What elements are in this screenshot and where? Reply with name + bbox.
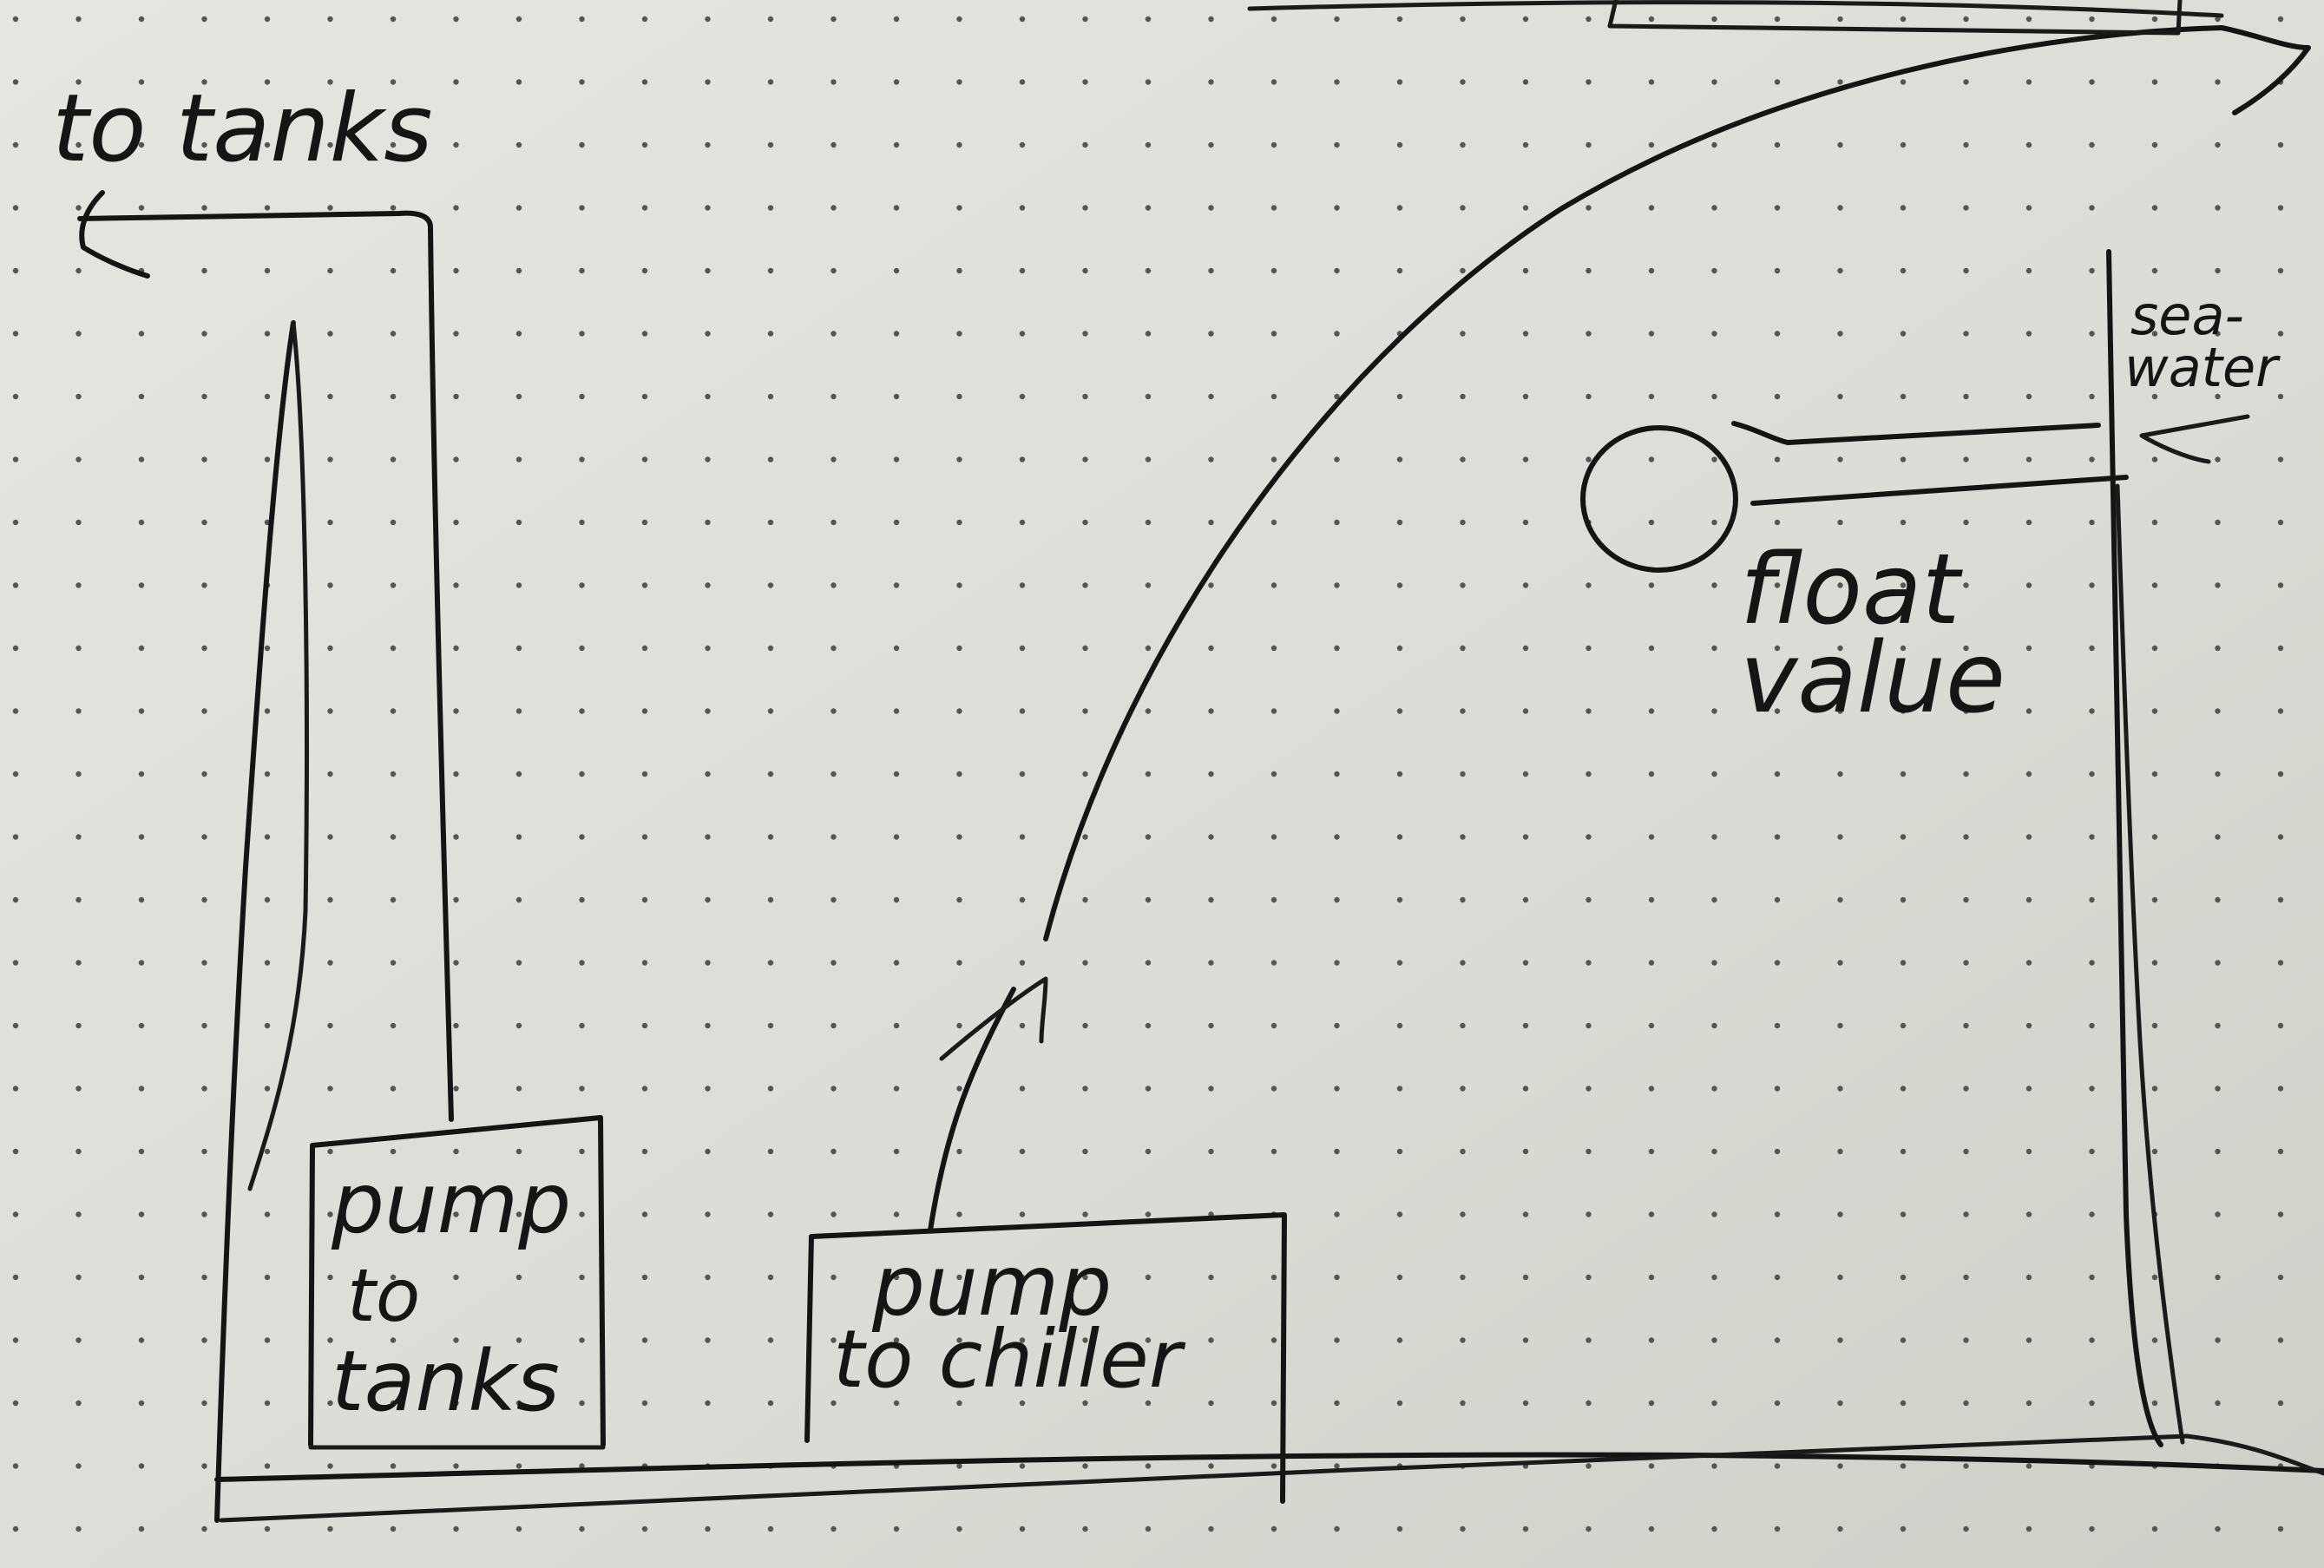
pipe-to-chiller-arrowhead: [939, 976, 1048, 1061]
top-arrow-box: [1607, 0, 2183, 36]
top-arrow-shaft: [1247, 0, 2224, 18]
pump-to-tanks-label-2: to: [347, 1253, 420, 1338]
seawater-label-1: sea-: [2130, 284, 2244, 347]
float-valve-label-1: float: [1740, 534, 1964, 646]
pipe-to-chiller: [928, 987, 1016, 1233]
pipe-to-tanks: [77, 210, 454, 1122]
tank-left-wall-inner: [247, 320, 309, 1191]
tank-bottom-inner: [219, 1434, 2324, 1523]
tank-left-wall: [214, 320, 296, 1523]
pump-to-tanks-label-3: tanks: [332, 1333, 560, 1430]
float-ball: [1580, 425, 1738, 573]
pump-to-tanks-label-1: pump: [331, 1155, 571, 1252]
float-arm-top: [1731, 421, 2101, 445]
top-right-arrowhead: [2219, 25, 2311, 115]
pump-to-chiller-box: [804, 1212, 1287, 1504]
seawater-arrow: [2139, 414, 2250, 464]
seawater-label-2: water: [2124, 336, 2281, 399]
tank-bottom: [214, 1452, 2324, 1482]
to-tanks-label: to tanks: [52, 75, 433, 183]
float-arm-bottom: [1750, 475, 2129, 506]
tank-right-wall-inner: [2115, 483, 2185, 1445]
float-valve-label-2: value: [1740, 622, 2006, 735]
pump-to-tanks-box: [308, 1115, 606, 1447]
pump-to-chiller-label-1: pump: [871, 1237, 1112, 1335]
to-tanks-arrowhead: [79, 190, 150, 279]
pump-to-chiller-label-2: to chiller: [833, 1313, 1186, 1406]
tank-right-wall: [2106, 249, 2163, 1447]
pipe-to-chiller-arc: [1043, 25, 2224, 941]
